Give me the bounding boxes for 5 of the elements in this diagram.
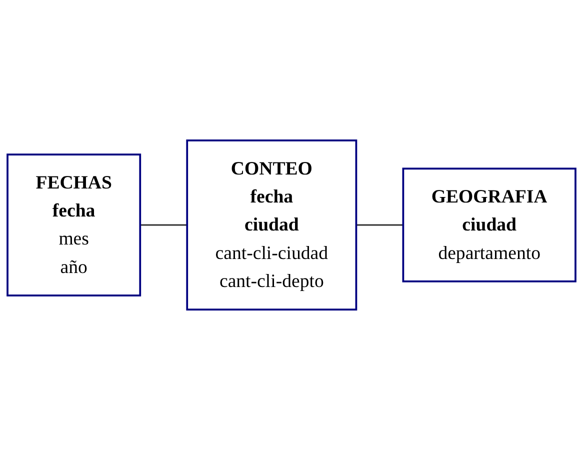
node-box: FECHAS fecha mes año <box>6 154 142 296</box>
node-box: CONTEO fecha ciudad cant-cli-ciudad cant-cli-depto <box>186 139 358 311</box>
node-box: GEOGRAFIA ciudad departamento <box>402 168 576 282</box>
connector <box>356 224 404 226</box>
connector <box>140 224 188 226</box>
